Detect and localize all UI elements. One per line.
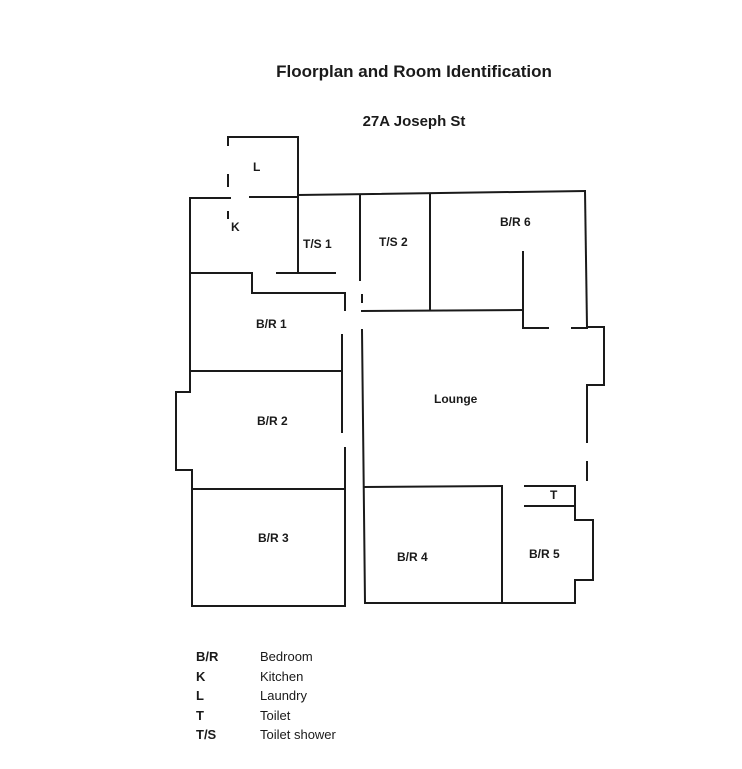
room-label-br4: B/R 4 bbox=[397, 550, 428, 564]
room-label-ts2: T/S 2 bbox=[379, 235, 408, 249]
legend-abbr: L bbox=[196, 688, 204, 704]
room-label-lounge: Lounge bbox=[434, 392, 478, 406]
legend-abbr: T bbox=[196, 707, 204, 723]
legend-meaning: Toilet shower bbox=[260, 727, 336, 743]
legend-meaning: Laundry bbox=[260, 688, 307, 704]
room-label-toilet: T bbox=[550, 488, 558, 502]
room-label-br2: B/R 2 bbox=[257, 414, 288, 428]
right-bay-upper bbox=[586, 326, 605, 386]
hall-right-wall bbox=[360, 328, 367, 605]
page-title: Floorplan and Room Identification bbox=[276, 62, 552, 81]
legend-meaning: Kitchen bbox=[260, 668, 304, 684]
room-label-br1: B/R 1 bbox=[256, 317, 287, 331]
outer-wall-left bbox=[175, 271, 193, 607]
outer-wall-top bbox=[296, 189, 587, 197]
legend: B/R Bedroom K Kitchen L Laundry T Toilet… bbox=[196, 647, 336, 745]
laundry-outer-wall bbox=[227, 136, 299, 197]
legend-row: T Toilet bbox=[196, 706, 336, 726]
floorplan-walls bbox=[175, 136, 605, 607]
room-label-laundry: L bbox=[253, 160, 260, 174]
room-label-br3: B/R 3 bbox=[258, 531, 289, 545]
outer-wall-right-upper bbox=[583, 189, 589, 329]
br1-top-wall bbox=[251, 272, 346, 294]
legend-abbr: T/S bbox=[196, 727, 217, 743]
legend-meaning: Bedroom bbox=[260, 649, 313, 665]
right-bay-lower bbox=[574, 519, 594, 581]
legend-abbr: B/R bbox=[196, 649, 219, 665]
legend-abbr: K bbox=[196, 668, 206, 684]
legend-row: B/R Bedroom bbox=[196, 647, 336, 667]
room-labels: L K T/S 1 T/S 2 B/R 6 B/R 1 Lounge B/R 2… bbox=[231, 160, 560, 564]
address-subtitle: 27A Joseph St bbox=[362, 113, 466, 130]
legend-row: K Kitchen bbox=[196, 667, 336, 687]
br4-top-wall bbox=[362, 484, 504, 489]
legend-row: L Laundry bbox=[196, 686, 336, 706]
ts2-bottom-wall bbox=[360, 308, 525, 313]
room-label-br6: B/R 6 bbox=[500, 215, 531, 229]
room-label-ts1: T/S 1 bbox=[303, 237, 332, 251]
room-label-kitchen: K bbox=[231, 220, 240, 234]
legend-row: T/S Toilet shower bbox=[196, 725, 336, 745]
outer-wall-top-left bbox=[189, 197, 231, 273]
room-label-br5: B/R 5 bbox=[529, 547, 560, 561]
legend-meaning: Toilet bbox=[260, 707, 291, 723]
